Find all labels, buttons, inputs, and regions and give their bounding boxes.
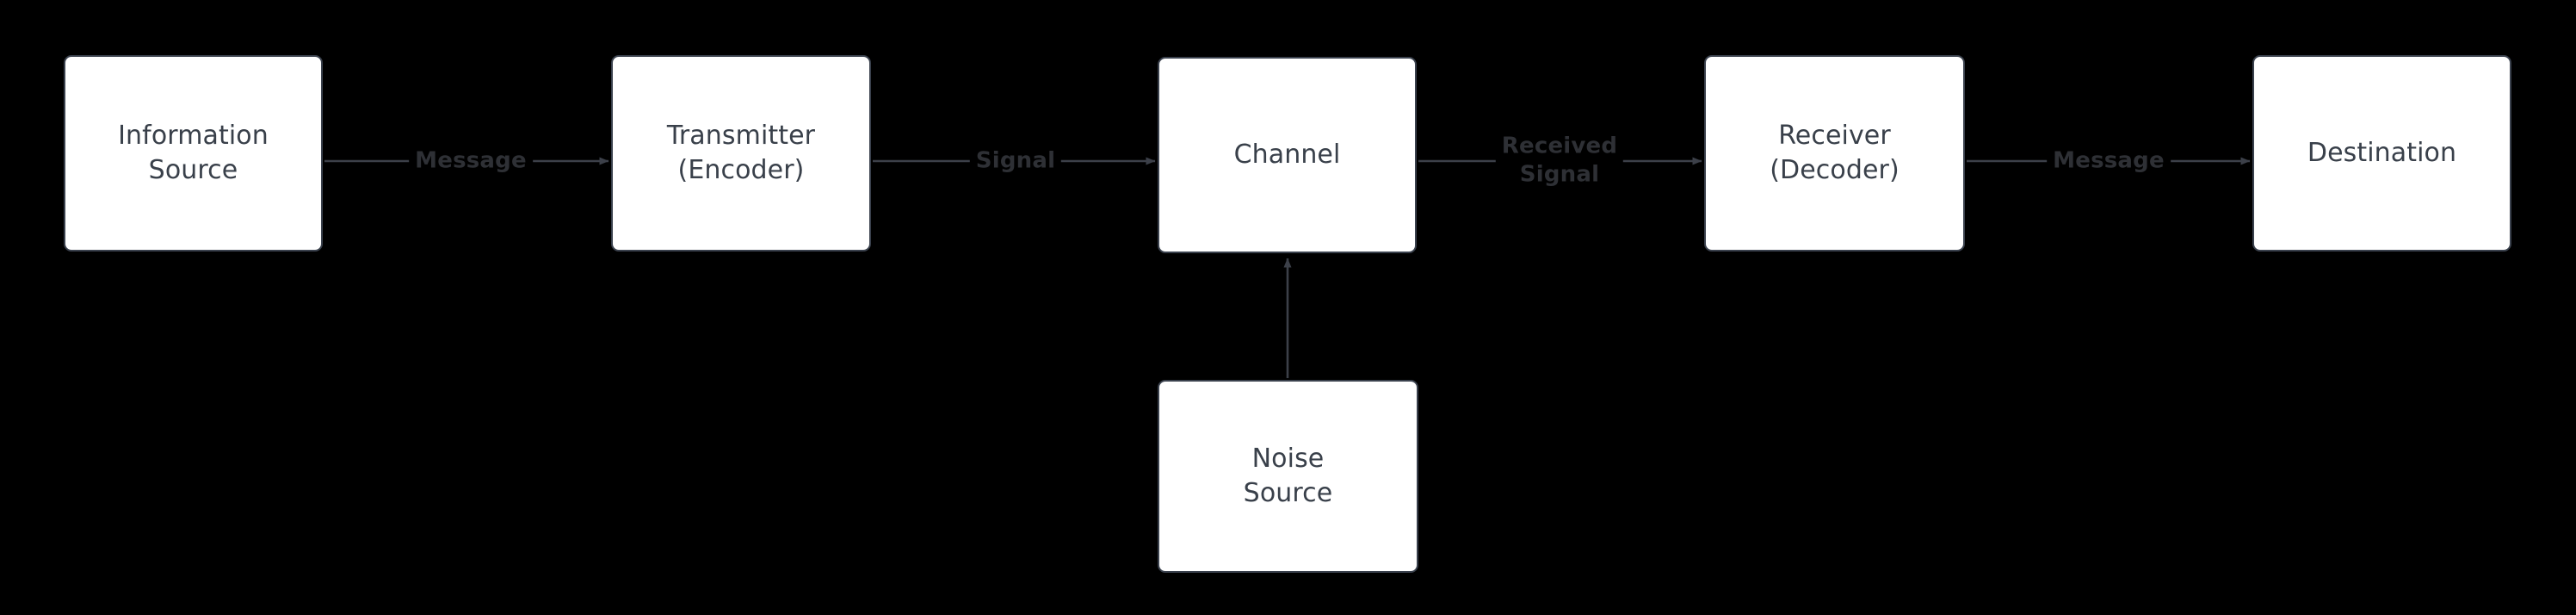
node-transmitter-label-line1: Transmitter	[666, 121, 816, 152]
node-noise-source-label-line1: Noise	[1251, 444, 1325, 475]
edge-label-received-signal-line1: Received	[1501, 133, 1618, 159]
edge-label-signal-line1: Signal	[975, 147, 1056, 174]
node-noise-source-label-line2: Source	[1243, 478, 1333, 508]
node-information-source-label-line1: Information	[118, 121, 269, 152]
node-transmitter[interactable]: Transmitter (Encoder)	[611, 55, 871, 252]
node-channel[interactable]: Channel	[1158, 57, 1417, 253]
node-channel-label-line1: Channel	[1233, 140, 1341, 171]
node-transmitter-label-line2: (Encoder)	[677, 155, 805, 185]
edge-label-message-2: Message	[2047, 145, 2171, 177]
edge-label-message-1: Message	[409, 145, 533, 177]
edge-label-received-signal-line2: Signal	[1519, 162, 1600, 188]
edge-label-message-1-line1: Message	[415, 147, 527, 174]
edge-label-message-2-line1: Message	[2053, 147, 2165, 174]
node-destination-label-line1: Destination	[2307, 138, 2457, 169]
edge-label-received-signal: Received Signal	[1495, 130, 1624, 192]
node-information-source-label-line2: Source	[148, 155, 238, 185]
node-destination[interactable]: Destination	[2252, 55, 2511, 252]
edge-label-signal: Signal	[969, 145, 1062, 177]
node-receiver-label-line1: Receiver	[1778, 121, 1891, 152]
node-receiver-label-line2: (Decoder)	[1770, 155, 1900, 185]
node-receiver[interactable]: Receiver (Decoder)	[1704, 55, 1965, 252]
node-noise-source[interactable]: Noise Source	[1158, 380, 1418, 573]
node-information-source[interactable]: Information Source	[64, 55, 323, 252]
